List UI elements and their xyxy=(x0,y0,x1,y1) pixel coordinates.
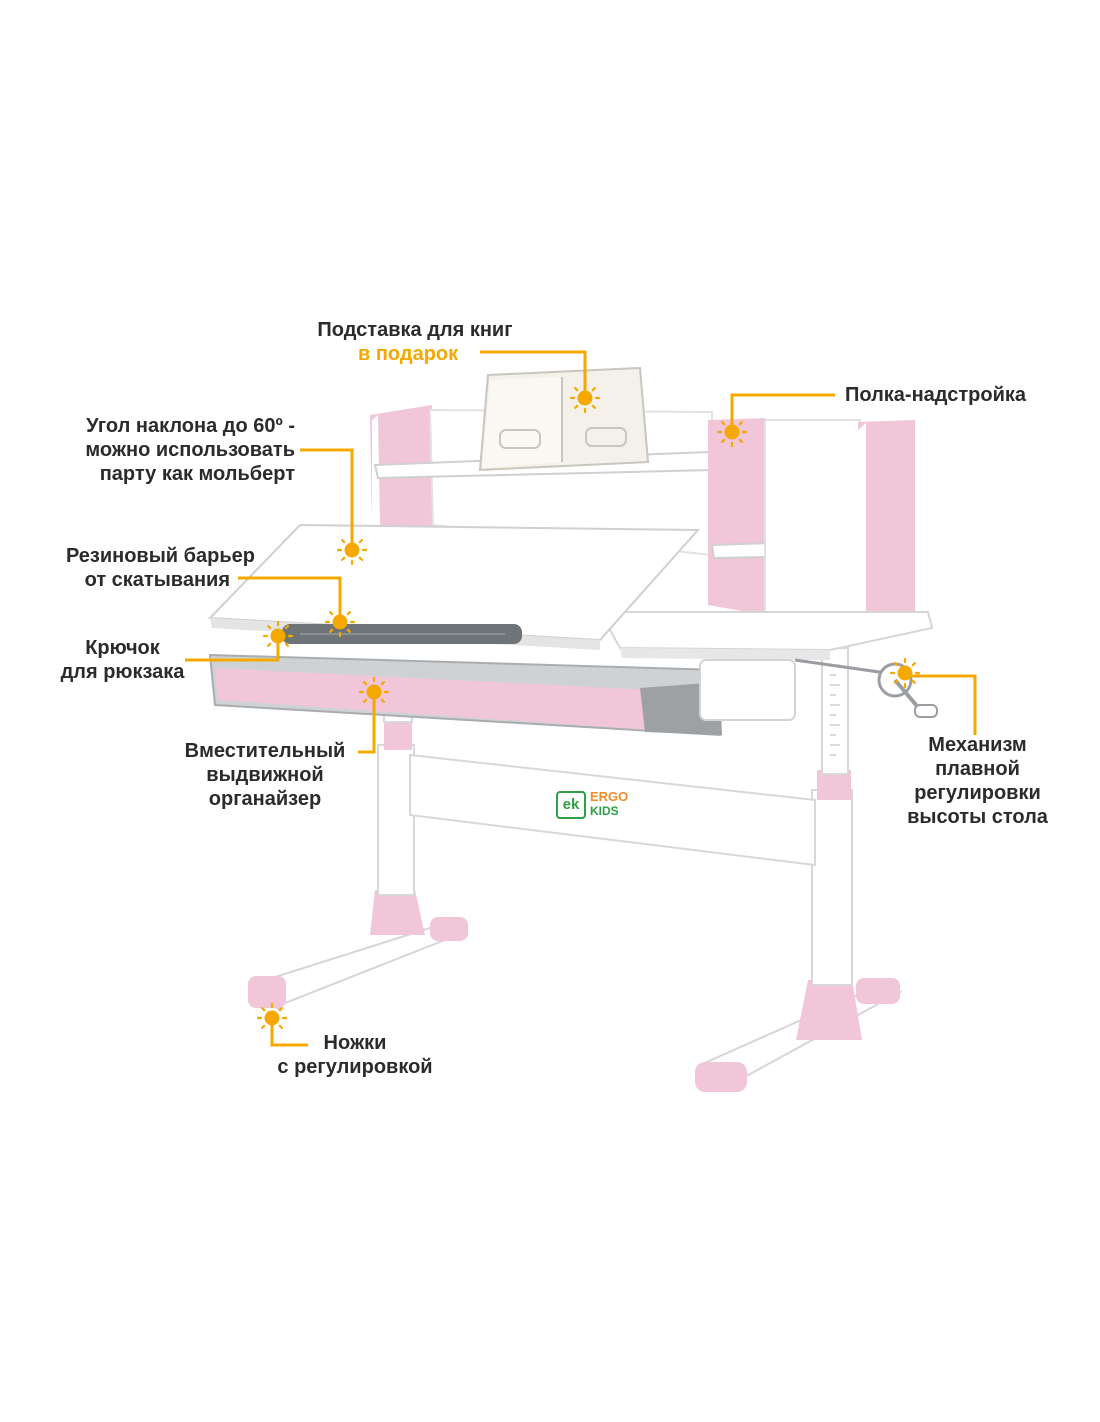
callout-organizer-line2: выдвижной xyxy=(206,764,324,786)
callout-legs-line1: Ножки xyxy=(323,1032,387,1054)
organizer-pink-front xyxy=(215,668,650,730)
callout-book-stand-gift: в подарок xyxy=(358,343,459,365)
right-leg-base xyxy=(796,980,862,1040)
right-leg-column xyxy=(811,789,853,986)
callout-barrier-line1: Резиновый барьер xyxy=(65,545,255,567)
left-leg-base xyxy=(370,890,425,935)
book-stand xyxy=(478,366,650,472)
callout-legs: Ножки с регулировкой xyxy=(260,1031,450,1079)
callout-shelf: Полка-надстройка xyxy=(845,383,1055,407)
callout-tilt-line2: можно использовать xyxy=(85,439,295,461)
callout-mechanism-line2: плавной xyxy=(935,758,1020,780)
callout-barrier: Резиновый барьер от скатывания xyxy=(25,544,255,592)
crossbar xyxy=(409,753,816,867)
height-crank xyxy=(794,658,938,718)
backpack-hook xyxy=(699,659,796,721)
desk-right-top xyxy=(598,611,934,652)
right-foot-cap xyxy=(695,1062,747,1092)
callout-hook-line1: Крючок xyxy=(85,637,160,659)
callout-tilt: Угол наклона до 60º - можно использовать… xyxy=(45,414,295,486)
callout-organizer-line3: органайзер xyxy=(208,788,322,810)
left-foot-cap xyxy=(248,976,286,1008)
brand-line2: KIDS xyxy=(590,804,619,818)
left-leg-collar xyxy=(384,718,412,750)
right-leg-upper xyxy=(821,647,849,775)
callout-mechanism-line1: Механизм xyxy=(928,734,1027,756)
brand-mark: ek xyxy=(556,791,586,819)
callout-legs-line2: с регулировкой xyxy=(277,1056,433,1078)
callout-organizer-line1: Вместительный xyxy=(184,740,346,762)
callout-organizer: Вместительный выдвижной органайзер xyxy=(170,739,360,811)
callout-shelf-line1: Полка-надстройка xyxy=(845,384,1027,406)
brand-line1: ERGO xyxy=(590,789,629,804)
brand-logo: ek ERGO KIDS xyxy=(556,788,636,824)
callout-hook-line2: для рюкзака xyxy=(60,661,185,683)
callout-mechanism: Механизм плавной регулировки высоты стол… xyxy=(895,733,1060,829)
callout-mechanism-line3: регулировки xyxy=(914,782,1041,804)
callout-tilt-line1: Угол наклона до 60º - xyxy=(86,415,295,437)
hutch-middle-panel xyxy=(708,418,765,615)
callout-hook: Крючок для рюкзака xyxy=(40,636,205,684)
callout-barrier-line2: от скатывания xyxy=(84,569,230,591)
callout-book-stand-line1: Подставка для книг xyxy=(317,319,513,341)
left-leg-column xyxy=(377,744,415,896)
hutch-right-side xyxy=(858,420,915,612)
callout-mechanism-line4: высоты стола xyxy=(907,806,1048,828)
callout-book-stand: Подставка для книг в подарок xyxy=(300,318,530,366)
callout-tilt-line3: парту как мольберт xyxy=(99,463,295,485)
